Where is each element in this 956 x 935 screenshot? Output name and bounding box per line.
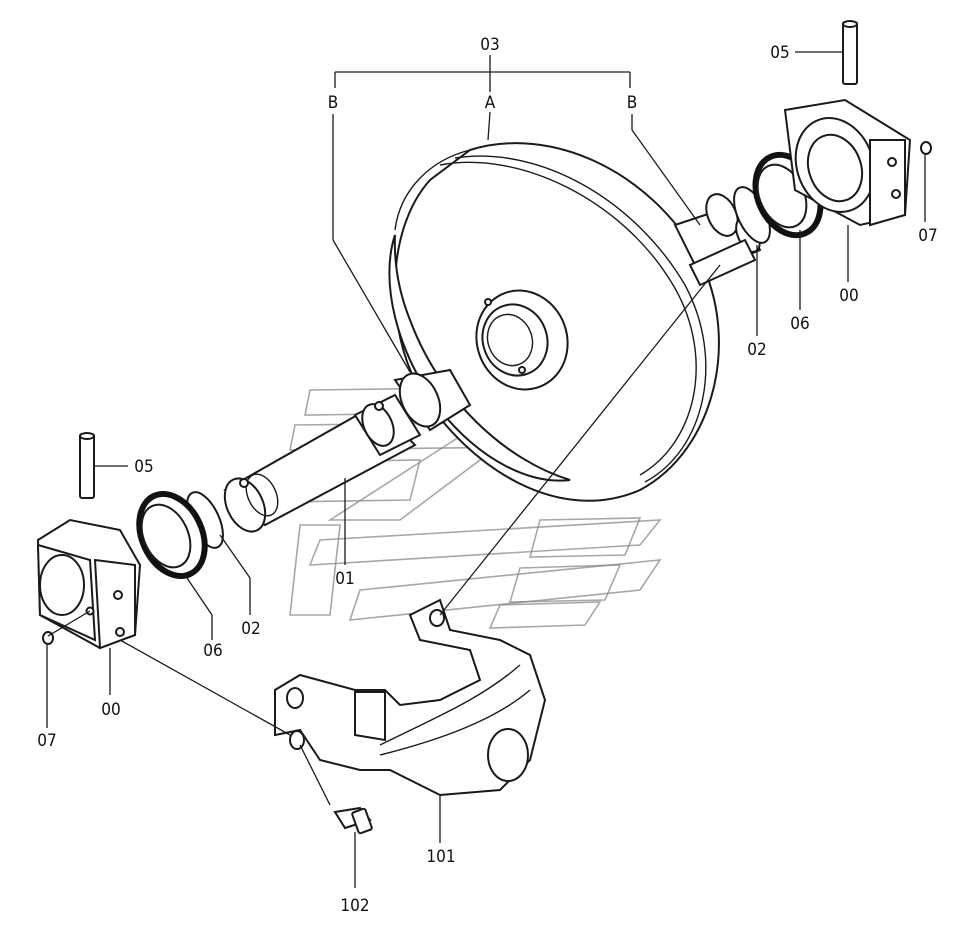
- callout-03: 03: [480, 35, 499, 55]
- callout-B-left: B: [328, 93, 339, 113]
- right-pin: [842, 20, 858, 85]
- callout-02-left: 02: [241, 619, 260, 639]
- callout-01: 01: [335, 569, 354, 589]
- callout-06-right: 06: [790, 314, 809, 334]
- callout-B-right: B: [627, 93, 638, 113]
- callout-06-left: 06: [203, 641, 222, 661]
- right-hub-collar: [673, 193, 762, 287]
- right-bracket: [783, 98, 912, 227]
- callout-07-left: 07: [37, 731, 56, 751]
- left-hub-collar: [393, 368, 472, 432]
- leader-lines: [46, 51, 926, 888]
- callout-05-top: 05: [770, 43, 789, 63]
- callout-102: 102: [340, 896, 369, 916]
- bolt: [333, 806, 373, 835]
- callout-101: 101: [426, 847, 455, 867]
- support-bracket: [274, 598, 547, 797]
- callout-A: A: [485, 93, 496, 113]
- callout-07-right: 07: [918, 226, 937, 246]
- callout-labels: 03 A B B 05 07 00 06 02 05 01 02 06 00 0…: [37, 35, 937, 916]
- left-floating-seal: [136, 491, 208, 579]
- callout-00-left: 00: [101, 700, 120, 720]
- left-pin: [79, 432, 95, 499]
- callout-05-left: 05: [134, 457, 153, 477]
- left-bracket: [36, 518, 142, 650]
- idler-wheel: [388, 142, 720, 502]
- right-set-screw: [920, 141, 932, 155]
- callout-00-right: 00: [839, 286, 858, 306]
- shaft: [223, 393, 422, 533]
- callout-02-right: 02: [747, 340, 766, 360]
